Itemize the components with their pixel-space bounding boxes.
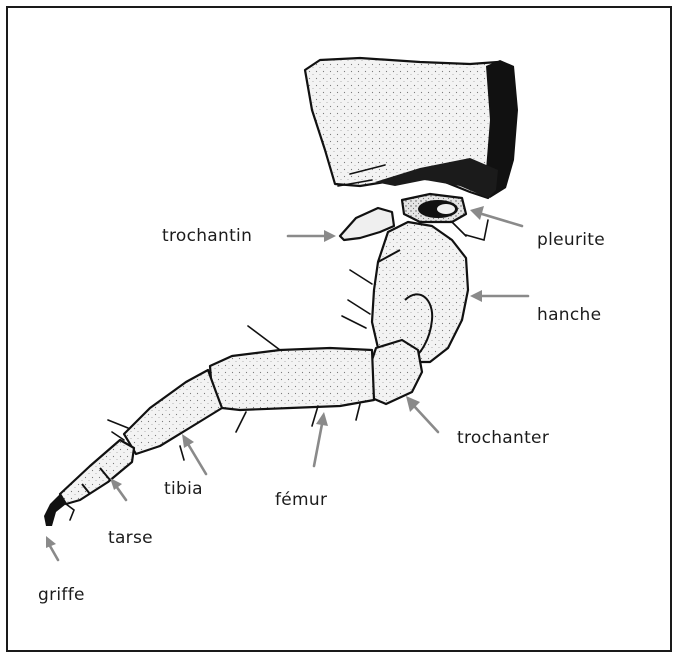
label-pleurite: pleurite (537, 230, 605, 250)
label-hanche: hanche (537, 305, 601, 325)
trochanter-part (368, 340, 422, 404)
label-griffe: griffe (38, 585, 85, 605)
pleurite-body (305, 58, 518, 198)
pleurite-joint (402, 194, 466, 222)
tibia-part (124, 370, 222, 454)
label-trochanter: trochanter (457, 428, 549, 448)
label-femur: fémur (275, 490, 327, 510)
label-tarse: tarse (108, 528, 153, 548)
hanche-part (372, 220, 488, 362)
label-trochantin: trochantin (162, 226, 252, 246)
femur-part (210, 348, 374, 410)
label-tibia: tibia (164, 479, 203, 499)
